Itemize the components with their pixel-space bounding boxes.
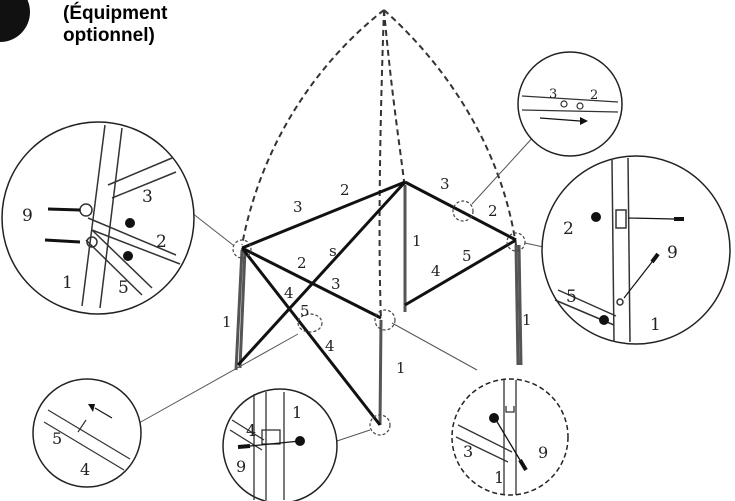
- label-top-left-2: 2: [340, 181, 350, 199]
- detail-top-right: 3 2: [517, 51, 623, 157]
- detail-right-1: 1: [650, 315, 661, 335]
- label-top-left-3: 3: [293, 198, 303, 216]
- label-mid-s: s: [329, 242, 337, 260]
- label-center-pole: 1: [396, 359, 406, 377]
- detail-right-9: 9: [667, 243, 678, 263]
- canopy-outline: [241, 9, 517, 321]
- detail-bottom-center-1: 1: [292, 403, 302, 422]
- detail-bottom-left-5: 5: [52, 429, 62, 448]
- detail-bottom-right-9: 9: [538, 443, 548, 462]
- detail-left-2: 2: [156, 232, 167, 252]
- label-right-4: 4: [431, 262, 441, 280]
- detail-top-right-2: 2: [590, 88, 598, 103]
- frame-labels: 1 1 1 1 3 2 3 2 2 s 3 4 5 4 4 5: [222, 175, 532, 377]
- detail-bottom-right-3: 3: [463, 442, 473, 461]
- detail-bottom-right-1: 1: [494, 468, 504, 487]
- label-dash-4: 4: [325, 337, 335, 355]
- label-top-right-2: 2: [488, 202, 498, 220]
- poles: [234, 185, 523, 426]
- detail-right-2: 2: [563, 219, 574, 239]
- label-mid-4: 4: [284, 284, 294, 302]
- detail-right-5: 5: [566, 287, 577, 307]
- label-back-pole: 1: [412, 232, 422, 250]
- label-mid-5: 5: [300, 302, 310, 320]
- detail-left-9: 9: [22, 206, 33, 226]
- detail-left: 9 3 2 1 5: [1, 121, 195, 315]
- joint-markers: [232, 200, 526, 436]
- frame-bars: [236, 180, 517, 426]
- label-left-pole: 1: [222, 313, 232, 331]
- title-line-1: (Équipment: [63, 3, 168, 24]
- label-mid-2: 2: [297, 254, 307, 272]
- detail-bottom-center-9: 9: [236, 457, 246, 476]
- title-line-2: optionnel): [63, 25, 155, 46]
- leader-lines: [129, 134, 549, 442]
- detail-bottom-center: 4 9 1: [222, 388, 338, 501]
- detail-bottom-right: 3 1 9: [451, 378, 569, 496]
- detail-bottom-left: 5 4: [32, 378, 142, 488]
- label-right-pole: 1: [522, 311, 532, 329]
- label-mid-3: 3: [331, 275, 341, 293]
- detail-left-5: 5: [118, 278, 129, 298]
- detail-bottom-left-4: 4: [80, 460, 90, 479]
- detail-left-3: 3: [142, 187, 153, 207]
- label-top-right-3: 3: [440, 175, 450, 193]
- detail-bottom-center-4: 4: [246, 421, 256, 440]
- detail-top-right-3: 3: [549, 87, 557, 102]
- label-right-5: 5: [462, 247, 472, 265]
- detail-right: 2 9 5 1: [541, 155, 731, 345]
- detail-left-1: 1: [62, 273, 73, 293]
